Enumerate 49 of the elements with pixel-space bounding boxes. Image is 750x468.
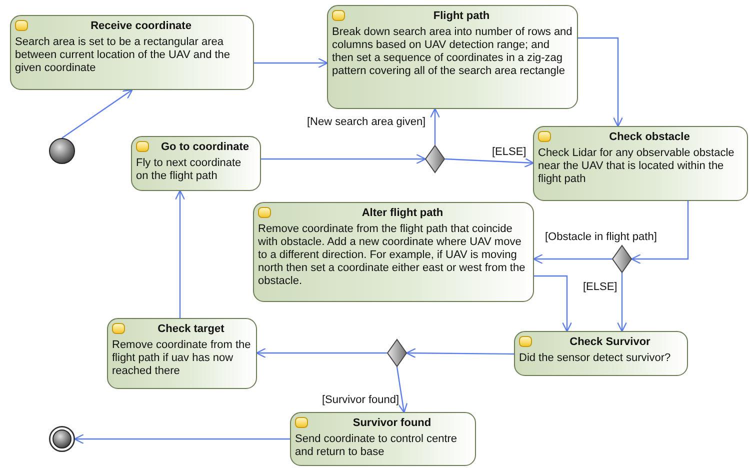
arrow (430, 108, 440, 145)
action-title: Alter flight path (360, 206, 444, 220)
action-description: Check Lidar for any observable obstacle near the UAV that is located within the flight path (538, 147, 736, 186)
arrow (630, 201, 689, 264)
decision-diamond (387, 339, 407, 367)
arrow (256, 348, 387, 358)
arrow (532, 254, 612, 264)
guard-label: [New search area given] (307, 116, 426, 129)
initial-node (49, 138, 75, 164)
action-description: Break down search area into number of rows and columns based on UAV detection range; and then set a sequence of coordinates in a zig-zag pattern covering all of the search area rectangle (332, 26, 573, 78)
arrow (616, 273, 628, 332)
action-box (10, 15, 254, 90)
action-description: Send coordinate to control centre and return to base (295, 433, 458, 459)
arrow (261, 154, 426, 164)
action-description: Remove coordinate from the flight path if uav has now reached there (112, 339, 252, 378)
arrow (62, 89, 133, 138)
arrow (254, 58, 328, 68)
guard-label: [Obstacle in flight path] (545, 231, 657, 244)
final-node (49, 426, 75, 452)
guard-label: [ELSE] (492, 146, 526, 159)
guard-label: [ELSE] (583, 281, 618, 294)
decision-diamond (612, 245, 632, 273)
action-description: Remove coordinate from the flight path that coincide with obstacle. Add a new coordinate where UAV move to a different direction. For example, if UAV is moving north then set a coordinate either east or west from the obstacle. (258, 223, 526, 288)
arrow (444, 158, 534, 168)
arrow (74, 434, 290, 444)
action-box (131, 136, 261, 191)
action-description: Search area is set to be a rectangular area between current location of the UAV and the given coordinate (15, 36, 232, 75)
action-title: Receive coordinate (90, 19, 192, 33)
guard-label: [Survivor found] (322, 394, 400, 407)
action-title: Go to coordinate (160, 140, 250, 154)
action-title: Check Survivor (568, 335, 652, 349)
arrow (174, 190, 186, 318)
action-title: Check obstacle (608, 130, 691, 144)
arrow (406, 348, 514, 358)
arrow (534, 275, 572, 332)
action-box (253, 202, 534, 302)
action-description: Did the sensor detect survivor? (519, 352, 672, 365)
action-title: Survivor found (352, 416, 432, 430)
arrow (396, 366, 408, 414)
action-box (107, 318, 257, 389)
arrow (578, 37, 624, 128)
action-box (514, 331, 688, 376)
action-title: Flight path (432, 9, 491, 23)
action-description: Fly to next coordinate on the flight path (136, 157, 242, 183)
action-box (327, 5, 578, 109)
action-title: Check target (156, 322, 226, 336)
decision-diamond (425, 145, 445, 173)
action-box (533, 126, 748, 201)
action-box (290, 412, 476, 466)
